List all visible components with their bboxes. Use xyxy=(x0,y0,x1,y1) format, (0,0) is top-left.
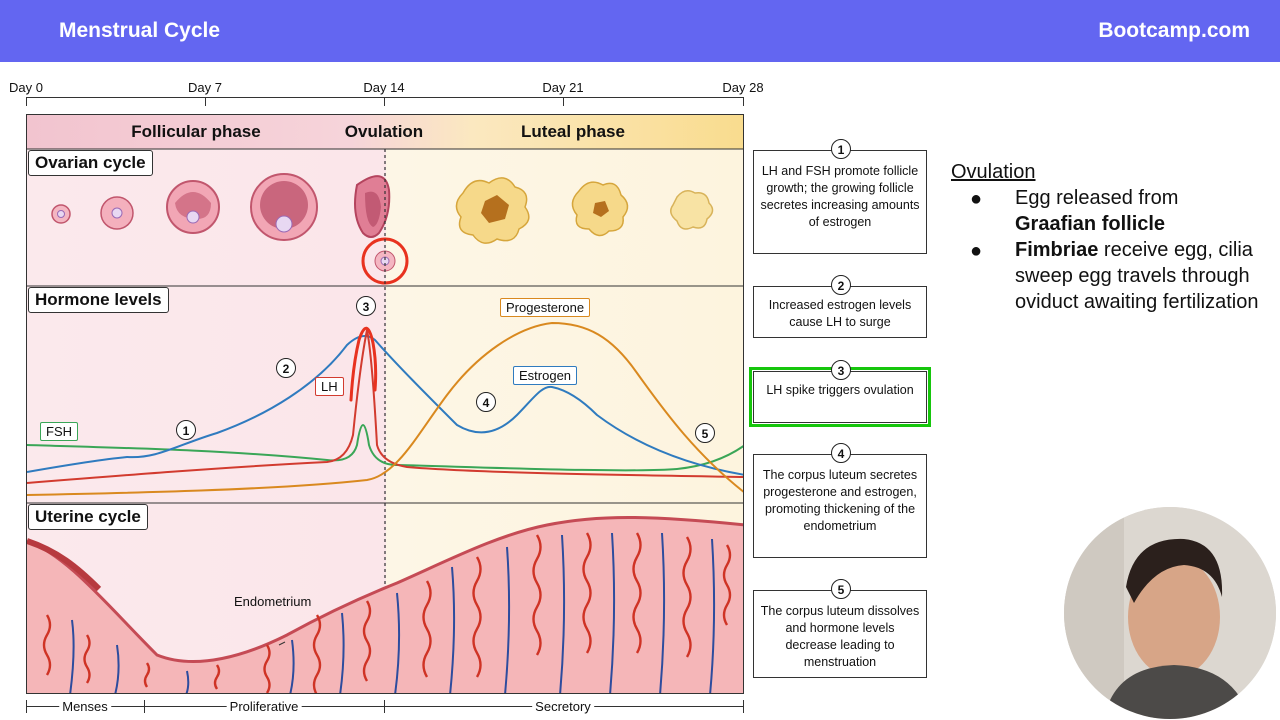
phase-band xyxy=(27,115,743,149)
progesterone-label: Progesterone xyxy=(500,298,591,317)
phase-ovulation: Ovulation xyxy=(344,122,424,141)
day-tick xyxy=(384,97,385,106)
fsh-label: FSH xyxy=(40,422,78,441)
phase-tick xyxy=(384,700,385,713)
day-label-7: Day 7 xyxy=(188,80,222,95)
phase-tick xyxy=(743,700,744,713)
note-bullet-2-text: receive egg, cilia sweep egg travels thr… xyxy=(1015,239,1259,313)
estrogen-label: Estrogen xyxy=(513,366,578,385)
uterine-phase-axis xyxy=(26,706,744,707)
progesterone-curve xyxy=(27,321,743,496)
day-label-21: Day 21 xyxy=(542,80,584,95)
follicle-secondary xyxy=(166,180,220,234)
lh-annotation-scribble xyxy=(349,326,378,402)
fsh-curve xyxy=(27,424,743,472)
section-ovarian-cycle: Ovarian cycle xyxy=(28,150,153,176)
endometrium-surface xyxy=(27,516,743,663)
uterine-phase-menses: Menses xyxy=(59,699,111,714)
lh-label: LH xyxy=(315,377,344,396)
step-number-4: 4 xyxy=(831,443,851,463)
section-uterine-cycle: Uterine cycle xyxy=(28,504,148,530)
brand-name: Bootcamp.com xyxy=(1098,19,1250,42)
note-bullet-1-bold: Graafian follicle xyxy=(1015,213,1166,235)
page-title: Menstrual Cycle xyxy=(59,19,221,42)
step-box-2: 2 Increased estrogen levels cause LH to … xyxy=(753,275,927,338)
endometrium-label: Endometrium xyxy=(234,594,312,609)
notes-title: Ovulation xyxy=(951,161,1036,183)
step-number-1: 1 xyxy=(831,139,851,159)
marker-3: 3 xyxy=(356,296,376,316)
phase-follicular: Follicular phase xyxy=(131,122,261,141)
note-bullet-2: Fimbriae receive egg, cilia sweep egg tr… xyxy=(1015,237,1280,315)
phase-tick xyxy=(26,700,27,713)
follicle-primary xyxy=(100,196,134,230)
presenter-avatar xyxy=(1064,507,1276,719)
day-label-14: Day 14 xyxy=(363,80,405,95)
cycle-diagram xyxy=(26,114,744,694)
marker-5: 5 xyxy=(695,423,715,443)
veins xyxy=(69,532,716,693)
presenter-webcam xyxy=(1064,507,1276,719)
note-bullet-1-text: Egg released from xyxy=(1015,187,1179,209)
marker-4: 4 xyxy=(476,392,496,412)
step-text-5: The corpus luteum dissolves and hormone … xyxy=(760,604,920,669)
bullet-dot: ● xyxy=(970,188,983,210)
step-box-5: 5 The corpus luteum dissolves and hormon… xyxy=(753,579,927,678)
phase-luteal: Luteal phase xyxy=(521,122,625,141)
step-box-3: 3 LH spike triggers ovulation xyxy=(749,360,931,427)
corpus-luteum-medium xyxy=(571,181,629,237)
step-box-1: 1 LH and FSH promote follicle growth; th… xyxy=(753,139,927,254)
bullet-dot: ● xyxy=(970,240,983,262)
day-tick xyxy=(743,97,744,106)
corpus-luteum-large xyxy=(455,177,530,244)
follicle-graafian xyxy=(250,173,318,241)
menses-shedding xyxy=(27,538,102,592)
marker-1: 1 xyxy=(176,420,196,440)
diagram-artwork xyxy=(27,115,743,693)
step-number-2: 2 xyxy=(831,275,851,295)
phase-tick xyxy=(144,700,145,713)
step-text-1: LH and FSH promote follicle growth; the … xyxy=(760,164,920,229)
day-axis-line xyxy=(26,97,744,98)
step-number-3: 3 xyxy=(831,360,851,380)
estrogen-curve xyxy=(27,335,743,476)
uterine-phase-proliferative: Proliferative xyxy=(226,699,302,714)
spiral-arteries xyxy=(42,532,732,693)
day-tick xyxy=(26,97,27,106)
corpus-albicans xyxy=(670,190,714,230)
section-hormone-levels: Hormone levels xyxy=(28,287,169,313)
marker-2: 2 xyxy=(276,358,296,378)
day-tick xyxy=(563,97,564,106)
note-bullet-2-bold: Fimbriae xyxy=(1015,239,1099,261)
day-label-28: Day 28 xyxy=(722,80,764,95)
day-tick xyxy=(205,97,206,106)
step-text-3: LH spike triggers ovulation xyxy=(766,383,914,397)
step-text-2: Increased estrogen levels cause LH to su… xyxy=(768,298,912,329)
step-number-5: 5 xyxy=(831,579,851,599)
header-bar: Menstrual Cycle Bootcamp.com xyxy=(0,0,1280,62)
step-box-4: 4 The corpus luteum secretes progesteron… xyxy=(753,443,927,558)
note-bullet-1: Egg released from Graafian follicle xyxy=(1015,185,1280,237)
day-label-0: Day 0 xyxy=(9,80,43,95)
step-text-4: The corpus luteum secretes progesterone … xyxy=(762,468,918,533)
uterine-phase-secretory: Secretory xyxy=(532,699,594,714)
follicle-primordial xyxy=(51,204,71,224)
